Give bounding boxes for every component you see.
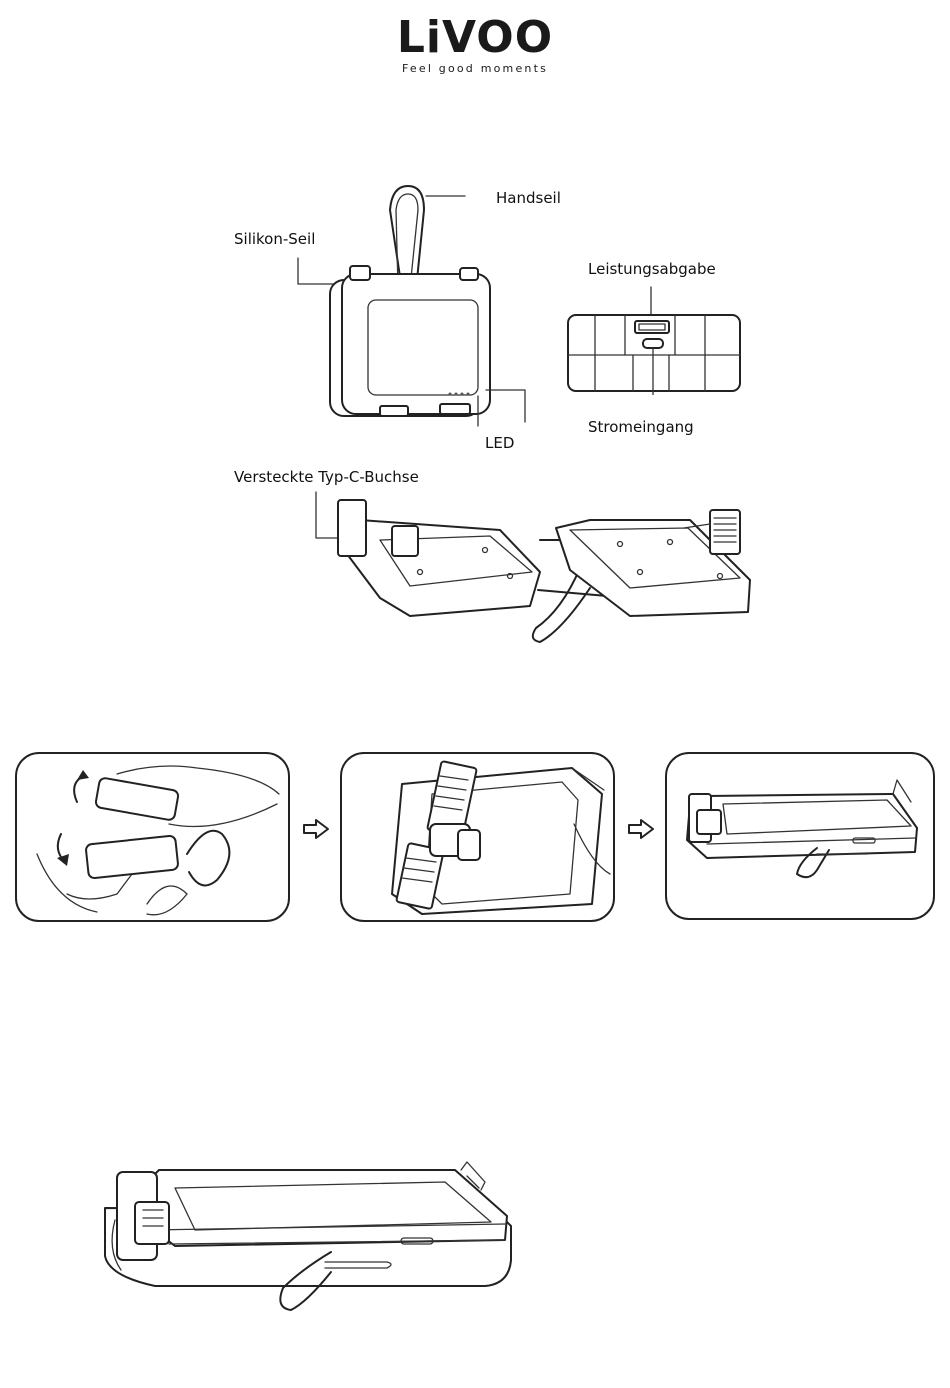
brand-tagline: Feel good moments xyxy=(0,62,950,75)
rotate-arrow-icon xyxy=(74,776,83,802)
label-led: LED xyxy=(485,434,514,452)
label-power-input: Stromeingang xyxy=(588,418,694,436)
powerbank-front-illustration xyxy=(290,180,550,430)
clip-unfold-illustration xyxy=(342,754,612,919)
step-panel-1 xyxy=(15,752,290,922)
powerbank-open-illustration xyxy=(300,480,770,655)
brand-logo: LiVOO xyxy=(0,12,950,63)
usb-c-input-port xyxy=(643,339,663,348)
arrow-right-icon xyxy=(302,818,330,840)
phone-mounted-large-illustration xyxy=(95,1160,520,1320)
step-panel-2 xyxy=(340,752,615,922)
phone-mounted-illustration xyxy=(667,754,932,917)
label-power-output: Leistungsabgabe xyxy=(588,260,716,278)
usb-a-output-port xyxy=(635,321,669,333)
step-panel-3 xyxy=(665,752,935,920)
arrow-right-icon xyxy=(627,818,655,840)
open-device-illustration xyxy=(17,754,287,919)
powerbank-ports-illustration xyxy=(565,285,745,395)
